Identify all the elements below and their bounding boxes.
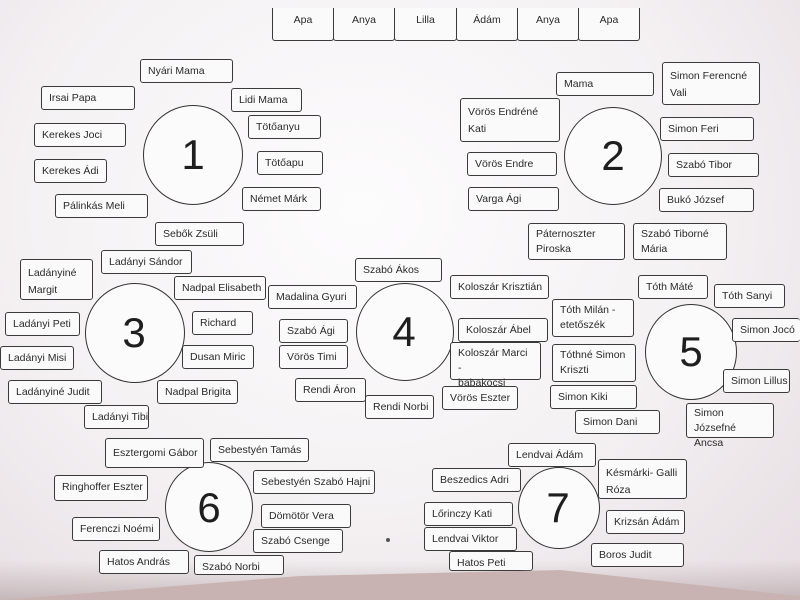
guest-name: Sebők Zsüli (155, 222, 244, 246)
guest-name: Tóth Máté (638, 275, 708, 299)
guest-name: Szabó Tiborné Mária (633, 223, 727, 260)
guest-name: Szabó Tibor (668, 153, 759, 177)
guest-name: Tóth Sanyi (714, 284, 785, 308)
guest-name: Vörös Timi (279, 345, 348, 369)
header-cell-2: Anya (333, 8, 395, 41)
guest-name: Tóthné Simon Kriszti (552, 344, 636, 382)
table-6-circle (165, 462, 253, 552)
guest-name: Ladányi Sándor (101, 250, 192, 274)
table-3-circle (85, 283, 185, 383)
guest-name: Kerekes Ádi (34, 159, 107, 183)
guest-name: Szabó Csenge (253, 529, 343, 553)
guest-name: Simon Ferencné Vali (662, 62, 760, 105)
guest-name: Simon Lillus (723, 369, 790, 393)
guest-name: Pálinkás Meli (55, 194, 148, 218)
guest-name: Késmárki- Galli Róza (598, 459, 687, 499)
guest-name: Tötőapu (257, 151, 323, 175)
guest-name: Simon Józsefné Ancsa (686, 403, 774, 449)
table-5-circle (645, 304, 737, 400)
guest-name: Vörös Eszter (442, 386, 518, 410)
table-5-number: 5 (679, 328, 703, 375)
guest-name: Páternoszter Piroska (528, 223, 625, 260)
guest-name: Tötőanyu (248, 115, 321, 139)
guest-name: Lidi Mama (231, 88, 302, 112)
guest-name: Koloszár Krisztián (450, 275, 549, 299)
guest-name: Tóth Milán - etetőszék (552, 299, 634, 337)
guest-name: Madalina Gyuri (268, 285, 357, 309)
guest-name: Kerekes Joci (34, 123, 126, 147)
guest-name: Nadpal Elisabeth (174, 276, 266, 300)
header-cell-5: Anya (517, 8, 579, 41)
guest-name: Varga Ági (468, 187, 559, 211)
header-cell-1: Apa (272, 8, 334, 41)
table-6-number: 6 (197, 484, 221, 531)
guest-name: Német Márk (242, 187, 321, 211)
guest-name: Hatos András (99, 550, 189, 574)
guest-name: Sebestyén Tamás (210, 438, 309, 462)
guest-name: Dusan Miric (182, 345, 254, 369)
guest-name: Ladányi Tibi (84, 405, 149, 429)
guest-name: Boros Judit (591, 543, 684, 567)
guest-name: Simon Jocó (732, 318, 800, 342)
guest-name: Bukó József (659, 188, 754, 212)
guest-name: Beszedics Adri (432, 468, 521, 492)
guest-name: Dömötör Vera (261, 504, 351, 528)
guest-name: Simon Kiki (550, 385, 637, 409)
guest-name: Ladányiné Margit (20, 259, 93, 300)
guest-name: Irsai Papa (41, 86, 135, 110)
guest-name: Rendi Áron (295, 378, 366, 402)
guest-name: Vörös Endre (467, 152, 557, 176)
table-7-circle (518, 467, 600, 549)
guest-name: Koloszár Marci - babakocsi (450, 342, 541, 389)
header-cell-6: Apa (578, 8, 640, 41)
guest-name: Simon Dani (575, 410, 660, 434)
ink-dot (386, 538, 390, 542)
header-cell-3: Lilla (394, 8, 457, 41)
guest-name: Ladányi Misi (0, 346, 74, 370)
table-1-circle (143, 105, 243, 205)
guest-name: Ladányi Peti (5, 312, 80, 336)
guest-name: Nyári Mama (140, 59, 233, 83)
guest-name: Krizsán Ádám (606, 510, 685, 534)
guest-name: Szabó Norbi (194, 555, 284, 575)
guest-name: Ferenczi Noémi (72, 517, 160, 541)
guest-name: Rendi Norbi (365, 395, 434, 419)
guest-name: Ringhoffer Eszter (54, 475, 148, 501)
header-cell-4: Ádám (456, 8, 518, 41)
guest-name: Szabó Ákos (355, 258, 442, 282)
table-2-circle (564, 107, 662, 205)
guest-name: Mama (556, 72, 654, 96)
table-3-number: 3 (122, 309, 146, 356)
table-1-number: 1 (181, 131, 205, 178)
guest-name: Vörös Endréné Kati (460, 98, 560, 142)
guest-name: Nadpal Brigita (157, 380, 238, 404)
guest-name: Szabó Ági (279, 319, 348, 343)
table-7-number: 7 (546, 484, 570, 531)
guest-name: Lendvai Ádám (508, 443, 596, 467)
table-4-circle (356, 283, 454, 381)
table-2-number: 2 (601, 132, 625, 179)
guest-name: Hatos Peti (449, 551, 533, 571)
guest-name: Ladányiné Judit (8, 380, 102, 404)
guest-name: Simon Feri (660, 117, 754, 141)
guest-name: Esztergomi Gábor (105, 438, 204, 468)
table-4-number: 4 (392, 308, 416, 355)
guest-name: Koloszár Ábel (458, 318, 548, 342)
guest-name: Sebestyén Szabó Hajni (253, 470, 375, 494)
guest-name: Richard (192, 311, 253, 335)
guest-name: Lőrinczy Kati (424, 502, 513, 526)
guest-name: Lendvai Viktor (424, 527, 517, 551)
